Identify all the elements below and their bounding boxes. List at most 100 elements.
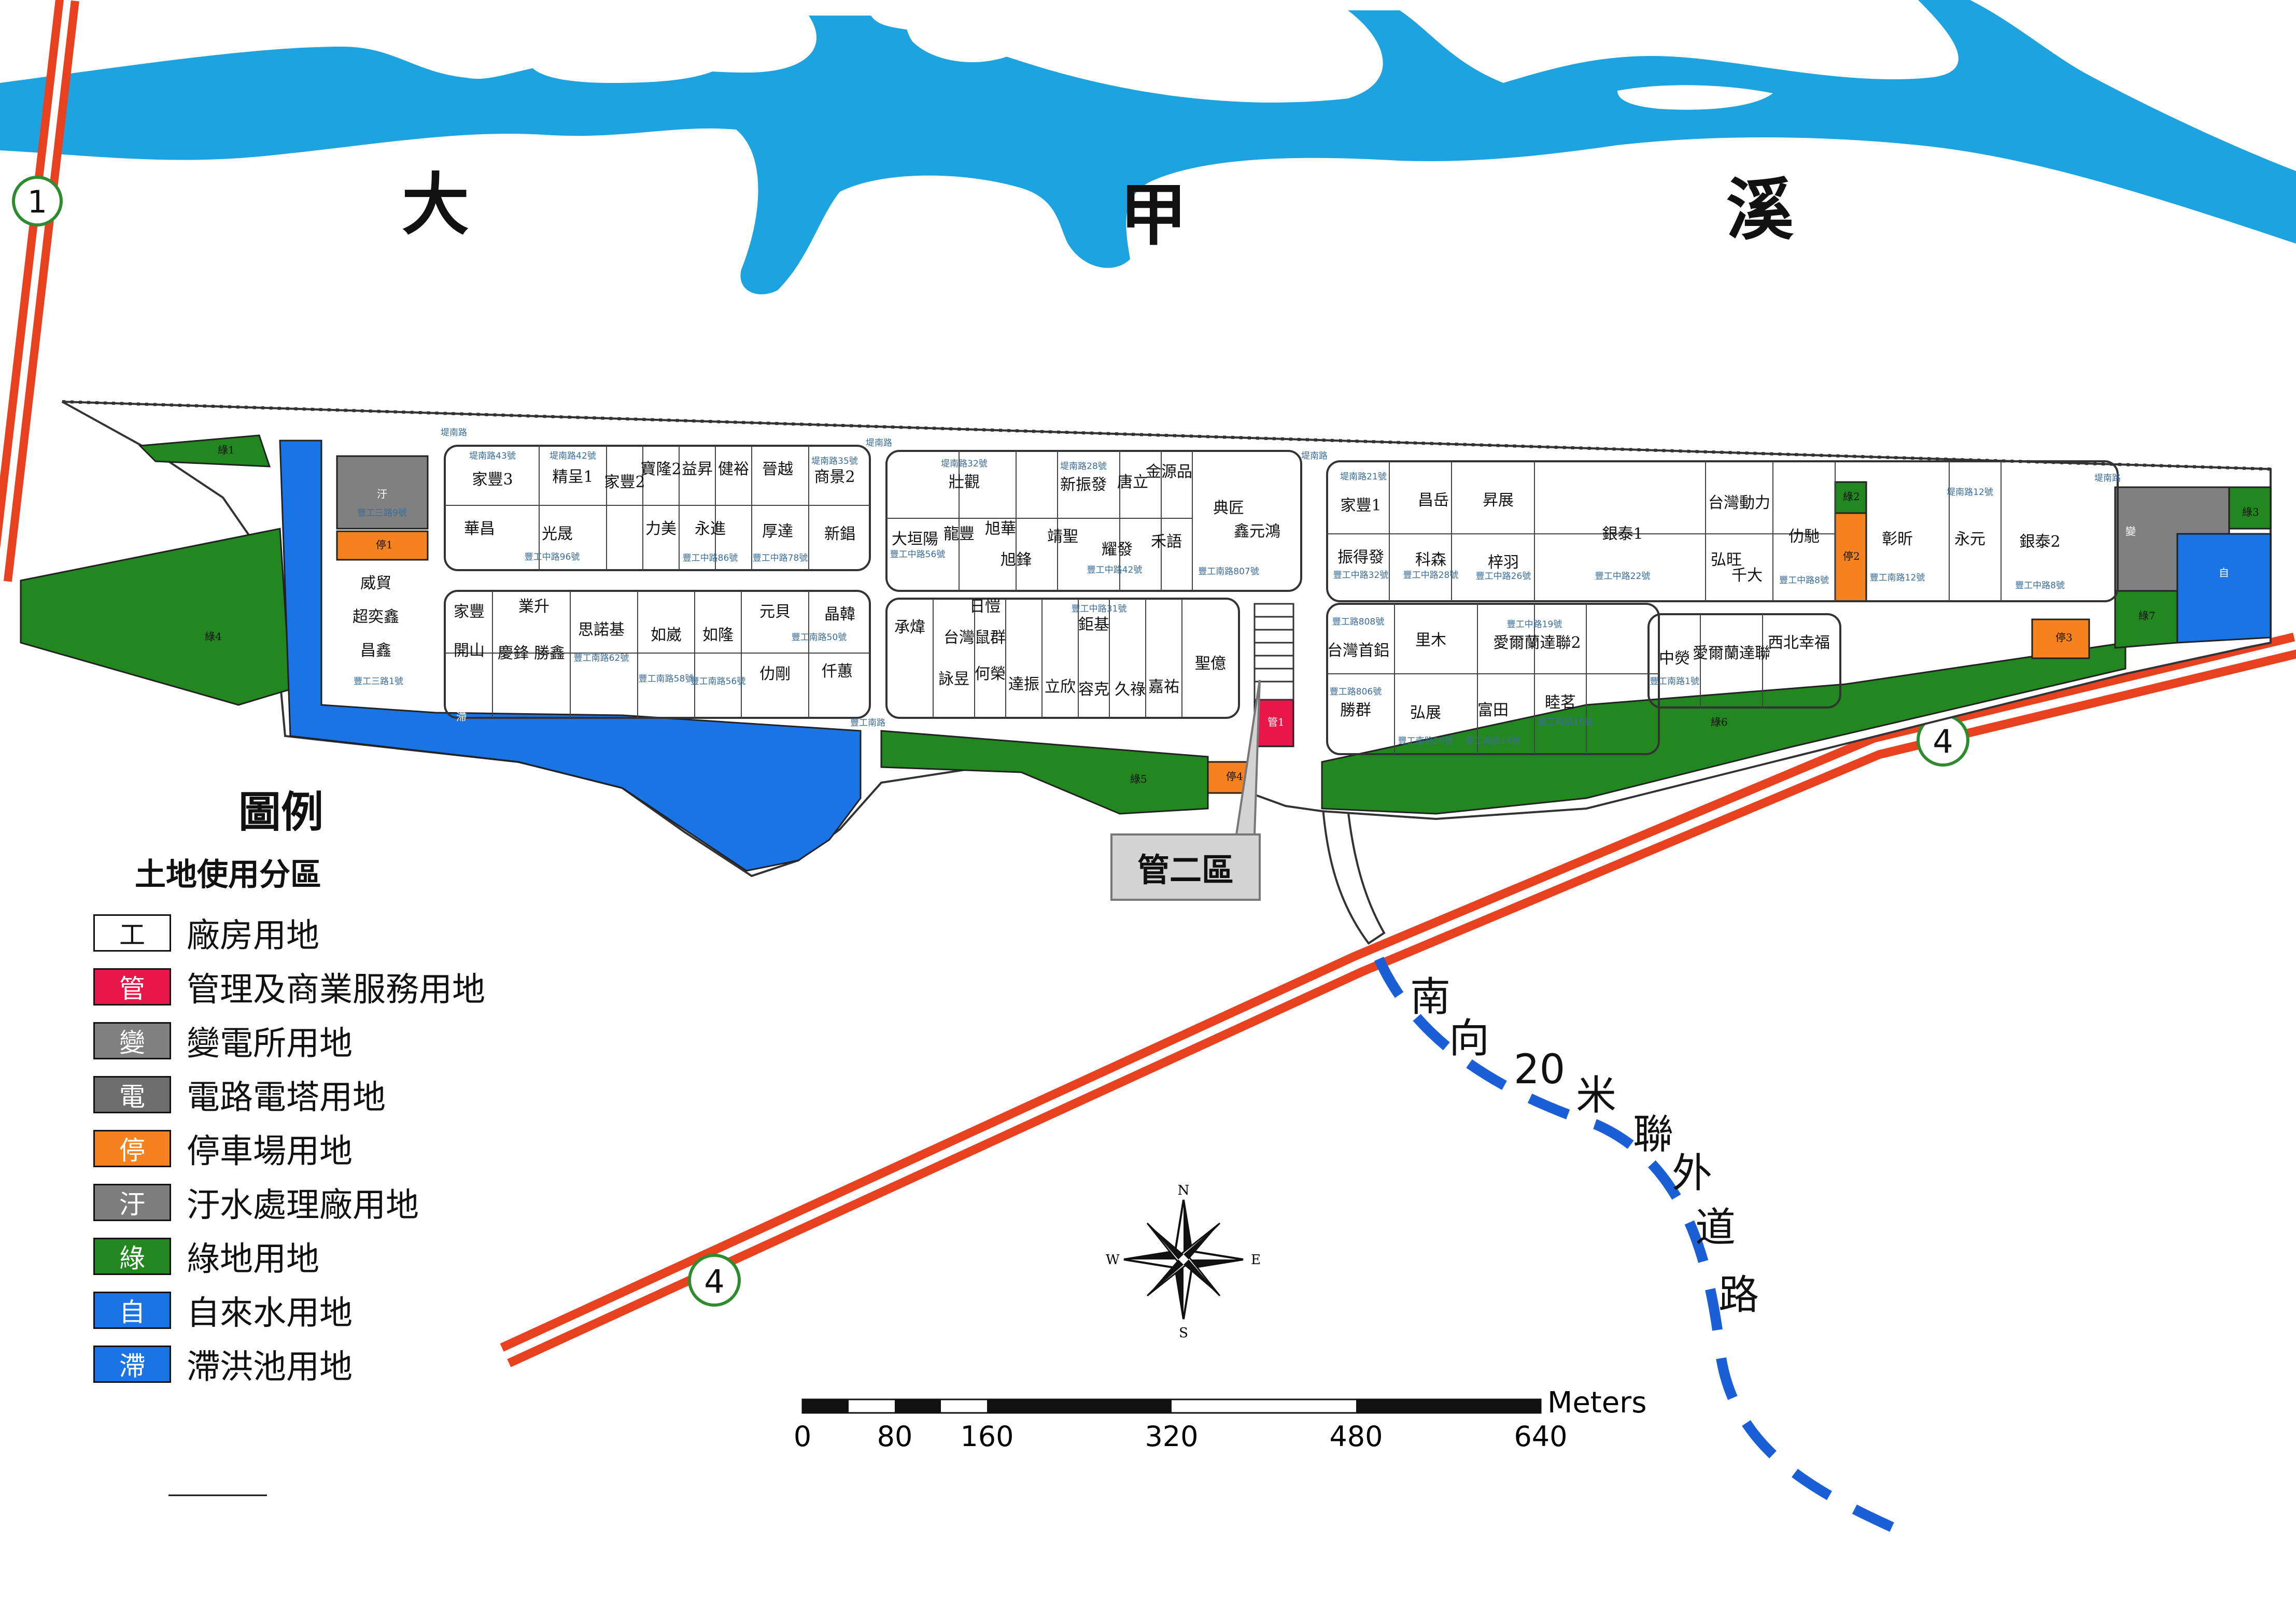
lot-label: 鉅基 bbox=[1078, 616, 1109, 634]
address-label: 豐工南路20號 bbox=[1398, 736, 1454, 746]
address-label: 豐工中路31號 bbox=[1072, 604, 1127, 614]
water-zones bbox=[279, 440, 2272, 872]
lot-label: 壯觀 bbox=[949, 473, 980, 491]
legend-item: 管管理及商業服務用地 bbox=[93, 960, 518, 1014]
legend-item: 滯滯洪池用地 bbox=[93, 1337, 518, 1391]
road-char-8: 路 bbox=[1719, 1272, 1759, 1319]
lot-label: 典匠 bbox=[1213, 499, 1244, 517]
facility-code: 停2 bbox=[1843, 550, 1860, 562]
lot-label: 健裕 bbox=[718, 460, 749, 478]
scale-bar: 0 80 160 320 480 640 Meters bbox=[794, 1386, 1647, 1453]
address-label: 堤南路12號 bbox=[1947, 487, 1993, 498]
compass-rose: N S E W bbox=[1106, 1183, 1261, 1341]
lot-label: 如崴 bbox=[651, 626, 682, 644]
river-char-1: 大 bbox=[402, 165, 469, 244]
address-label: 豐工中路32號 bbox=[1333, 570, 1389, 581]
facility-code: 綠3 bbox=[2242, 506, 2259, 518]
address-label: 豐工南路16號 bbox=[1538, 717, 1594, 727]
lot-label: 力美 bbox=[645, 520, 677, 538]
lot-label: 靖聖 bbox=[1047, 528, 1078, 546]
lot-dividers bbox=[445, 446, 2002, 754]
planned-south-road bbox=[1374, 956, 1910, 1539]
legend-swatch: 自 bbox=[93, 1292, 171, 1329]
street-label: 堤南路 bbox=[866, 438, 892, 448]
lot-label: 台灣鼠群 bbox=[943, 629, 1006, 647]
lot-label: 聖億 bbox=[1195, 655, 1226, 673]
lot-label: 西北幸福 bbox=[1768, 634, 1830, 652]
road-char-6: 外 bbox=[1672, 1150, 1712, 1197]
lot-label: 愛爾蘭達聯 bbox=[1693, 644, 1770, 662]
legend-label: 汙水處理廠用地 bbox=[187, 1186, 419, 1225]
lot-label: 寶隆2 bbox=[640, 460, 681, 478]
scale-tick-640: 640 bbox=[1514, 1420, 1567, 1453]
green-zones bbox=[20, 434, 2272, 815]
legend-label: 自來水用地 bbox=[187, 1294, 353, 1333]
road-char-7: 道 bbox=[1695, 1205, 1736, 1251]
lot-label: 科森 bbox=[1415, 551, 1446, 569]
facility-code: 停3 bbox=[2055, 631, 2073, 644]
legend-label: 管理及商業服務用地 bbox=[187, 971, 485, 1009]
facility-code: 綠6 bbox=[1711, 716, 1728, 728]
route-1-number: 1 bbox=[27, 184, 47, 220]
lot-label: 晶韓 bbox=[824, 605, 855, 624]
street-label: 堤南路 bbox=[441, 428, 467, 438]
address-label: 豐工南路50號 bbox=[792, 632, 847, 643]
river-char-3: 溪 bbox=[1726, 170, 1794, 249]
facility-code: 變 bbox=[2125, 525, 2136, 537]
lot-label: 新振發 bbox=[1060, 476, 1107, 494]
lot-label: 光晟 bbox=[542, 525, 573, 543]
river-water bbox=[0, 0, 2296, 294]
address-label: 豐工路808號 bbox=[1332, 617, 1384, 627]
route-4-number-west: 4 bbox=[704, 1263, 724, 1300]
legend-swatch: 工 bbox=[93, 914, 171, 952]
lot-label: 家豐 bbox=[454, 603, 485, 621]
lot-label: 超奕鑫 bbox=[353, 608, 399, 626]
lot-label: 立欣 bbox=[1045, 678, 1076, 696]
lot-label: 勝群 bbox=[1340, 701, 1371, 719]
route-4-road bbox=[500, 632, 2296, 1367]
parking-zones bbox=[336, 512, 2090, 794]
legend-item: 電電路電塔用地 bbox=[93, 1068, 518, 1122]
route-1-road bbox=[0, 0, 79, 582]
address-label: 豐工中路56號 bbox=[890, 549, 946, 560]
levee-road bbox=[62, 400, 2271, 471]
address-label: 豐工南路807號 bbox=[1198, 567, 1259, 577]
lot-label: 大垣陽 bbox=[892, 530, 938, 548]
road-char-5: 聯 bbox=[1633, 1111, 1673, 1158]
facility-code: 綠7 bbox=[2138, 610, 2156, 622]
legend-item: 變變電所用地 bbox=[93, 1014, 518, 1068]
address-label: 豐工中路8號 bbox=[2015, 581, 2065, 591]
address-label: 豐工路806號 bbox=[1330, 687, 1382, 697]
lot-label: 梓羽 bbox=[1488, 554, 1519, 572]
lot-label: 如隆 bbox=[702, 626, 734, 644]
lot-label: 新錩 bbox=[824, 525, 855, 543]
legend-swatch: 變 bbox=[93, 1022, 171, 1059]
management-zone bbox=[1253, 699, 1294, 747]
facility-code: 汙 bbox=[377, 488, 387, 500]
lot-label: 業升 bbox=[518, 598, 550, 616]
lot-label: 昌鑫 bbox=[360, 642, 391, 660]
legend-label: 變電所用地 bbox=[187, 1025, 353, 1063]
lot-label: 思諾基 bbox=[578, 621, 625, 639]
address-label: 堤南路28號 bbox=[1060, 461, 1107, 472]
lot-label: 華昌 bbox=[464, 520, 495, 538]
address-label: 豐工南路1號 bbox=[1650, 676, 1699, 687]
lot-label: 睦茗 bbox=[1545, 693, 1576, 712]
address-label: 堤南路21號 bbox=[1340, 472, 1387, 482]
street-label: 堤南路 bbox=[2094, 473, 2121, 484]
compass-s: S bbox=[1179, 1325, 1188, 1341]
lot-label: 何榮 bbox=[975, 665, 1006, 683]
compass-e: E bbox=[1251, 1252, 1261, 1268]
address-label: 豐工中路8號 bbox=[1779, 575, 1829, 586]
road-char-2: 向 bbox=[1449, 1015, 1489, 1062]
lot-label: 振得發 bbox=[1337, 548, 1384, 567]
lot-label: 承煒 bbox=[894, 618, 925, 636]
scale-tick-80: 80 bbox=[877, 1420, 913, 1453]
lot-label: 家豐3 bbox=[472, 471, 513, 489]
address-label: 堤南路43號 bbox=[469, 451, 516, 461]
route-4-number-east: 4 bbox=[1933, 723, 1953, 760]
lot-label: 詠昱 bbox=[938, 670, 969, 688]
address-label: 豐工南路56號 bbox=[691, 676, 746, 687]
blocks bbox=[444, 445, 2119, 755]
address-label: 豐工中路19號 bbox=[1507, 619, 1562, 630]
